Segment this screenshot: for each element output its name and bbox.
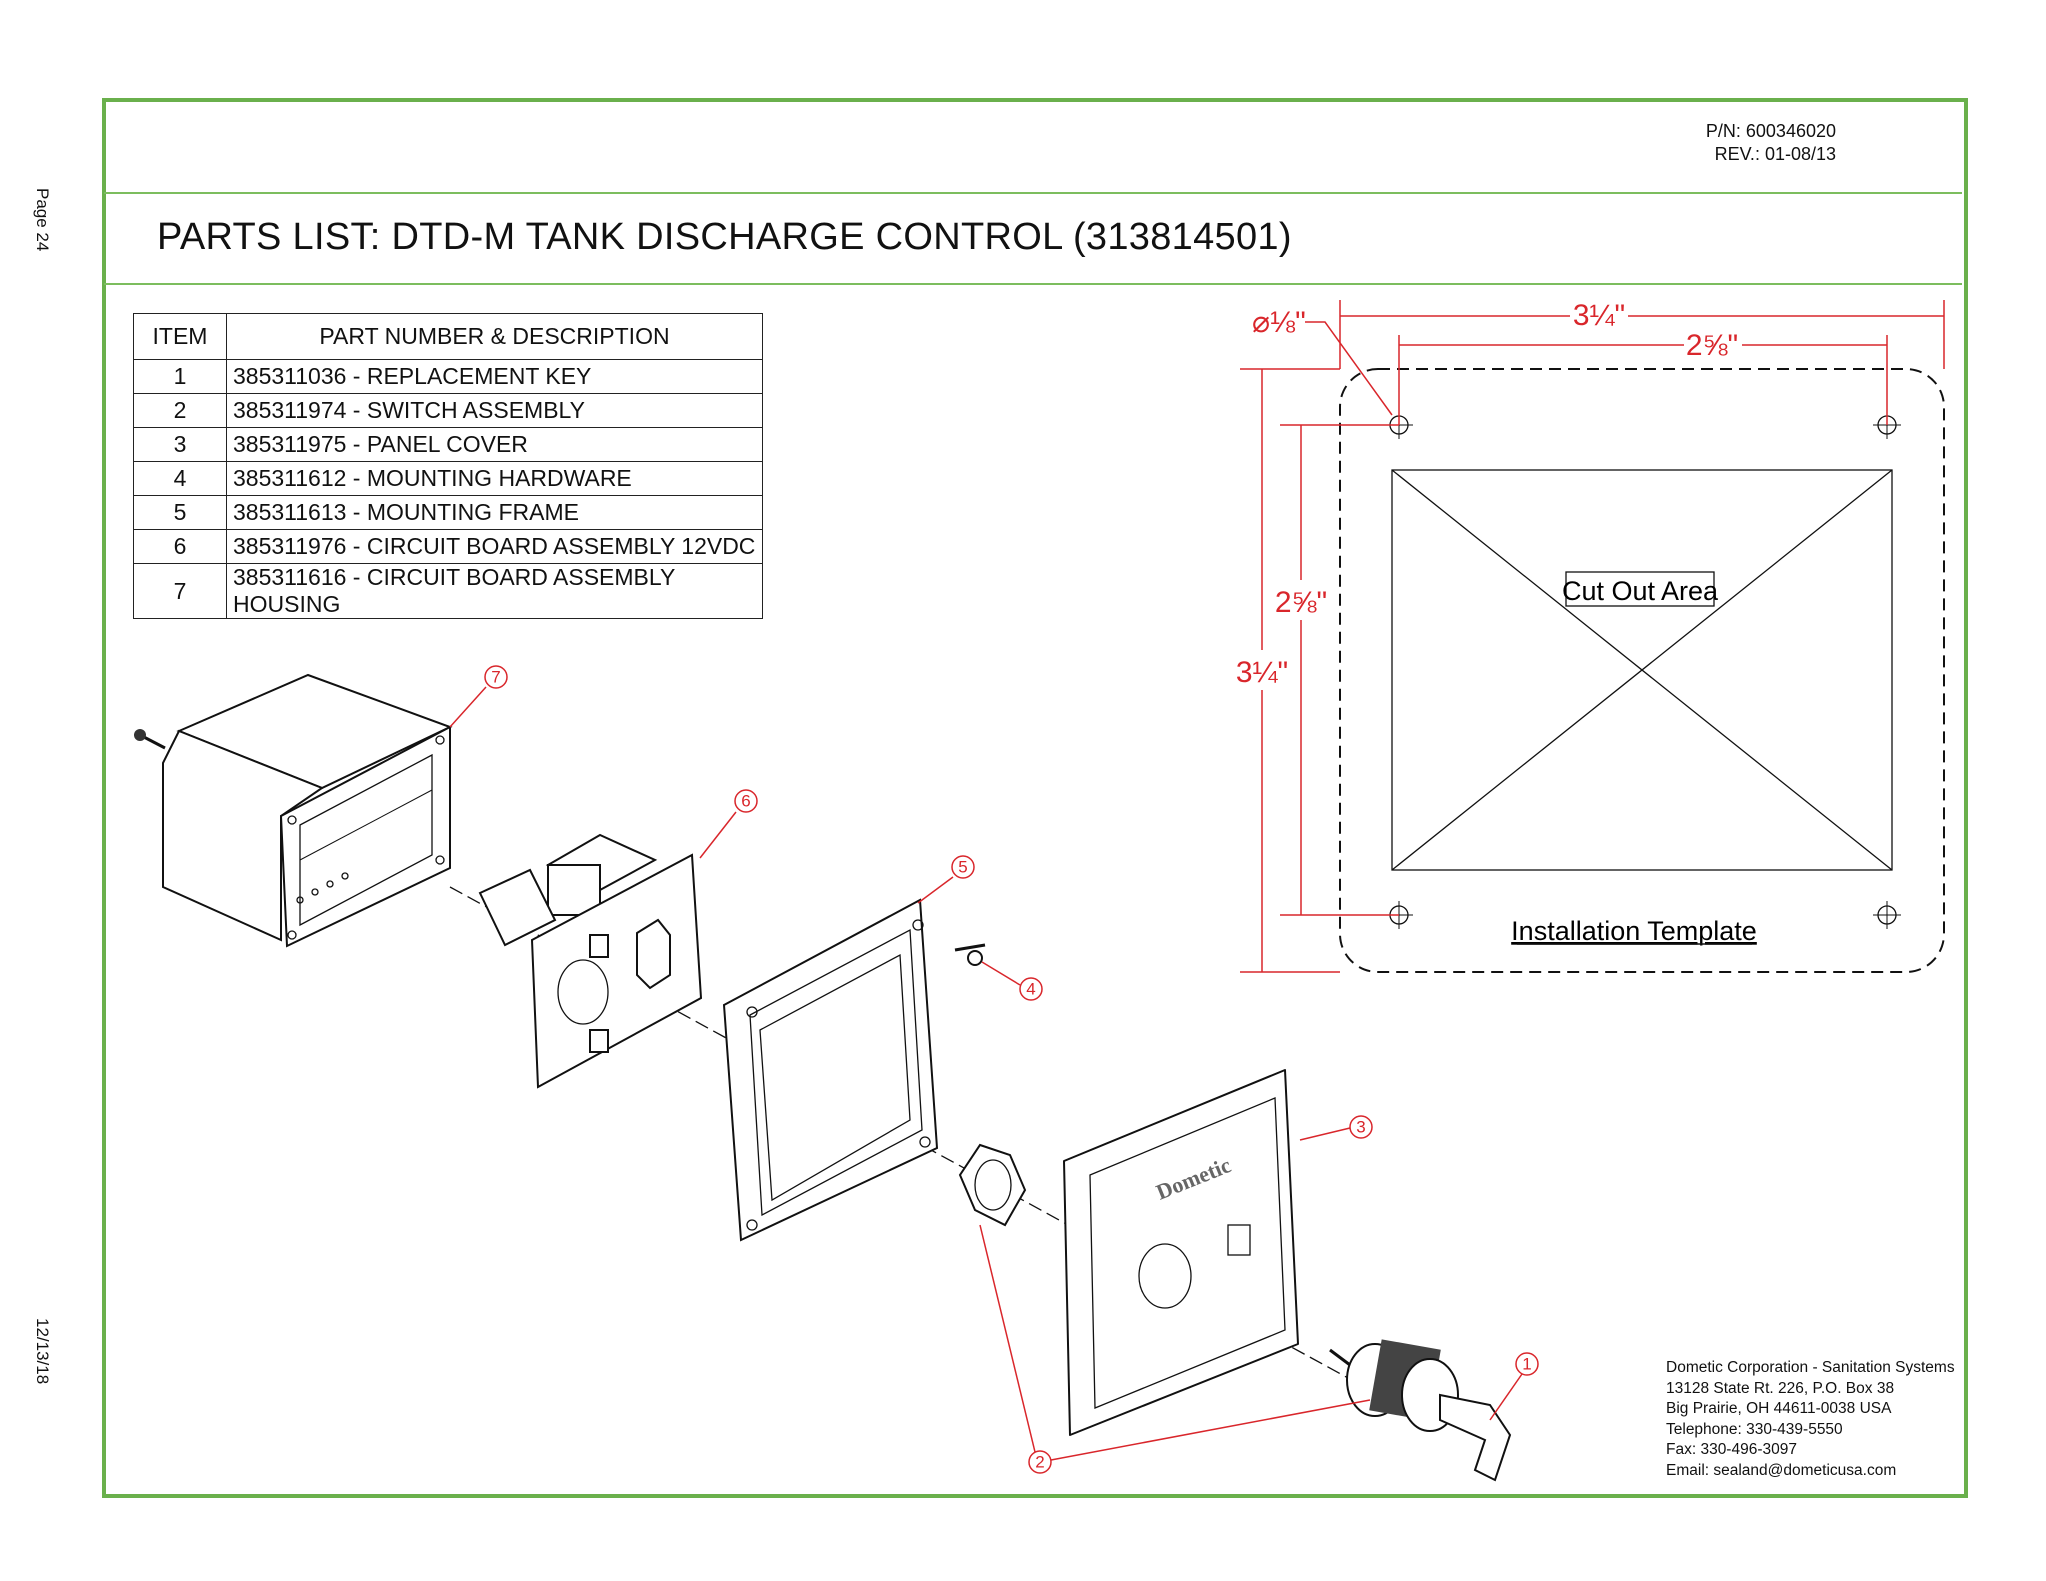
callout-4: 4: [1026, 979, 1035, 998]
exploded-view: Dometic: [134, 673, 1512, 1482]
title-divider: [104, 283, 1962, 285]
screw-icon: [134, 729, 166, 750]
fax: Fax: 330-496-3097: [1666, 1441, 1797, 1458]
dim-width-holes: 2⅝": [1686, 329, 1738, 362]
dim-height-holes: 2⅝": [1275, 586, 1327, 619]
callouts: 7 6 5 4 3 1 2: [449, 665, 1539, 1474]
callout-1: 1: [1522, 1354, 1531, 1373]
revision: REV.: 01-08/13: [1714, 144, 1836, 164]
item-description: 385311975 - PANEL COVER: [226, 427, 763, 462]
page-title: PARTS LIST: DTD-M TANK DISCHARGE CONTROL…: [157, 216, 1292, 258]
city-line: Big Prairie, OH 44611-0038 USA: [1666, 1400, 1892, 1417]
callout-7: 7: [491, 667, 500, 686]
page-frame: [102, 98, 1968, 1498]
part-number: P/N: 600346020: [1705, 121, 1836, 141]
header-divider: [104, 192, 1962, 194]
dimension-lines: [1240, 300, 1945, 973]
dim-height-outer: 3¼": [1236, 656, 1288, 689]
dim-hole-diameter: ⌀⅛": [1252, 306, 1306, 339]
dim-width-outer: 3¼": [1573, 299, 1625, 332]
callout-6: 6: [741, 791, 750, 810]
item-number: 1: [133, 359, 227, 394]
company-name: Dometic Corporation - Sanitation Systems: [1666, 1359, 1955, 1376]
email: Email: sealand@dometicusa.com: [1666, 1461, 1897, 1479]
item-description: 385311036 - REPLACEMENT KEY: [226, 359, 763, 394]
circuit-board-part: [478, 833, 703, 1089]
cutout-rect: [1391, 469, 1893, 871]
callout-2: 2: [1035, 1452, 1044, 1471]
panel-cover-part: Dometic: [1063, 1069, 1299, 1436]
item-description: 385311974 - SWITCH ASSEMBLY: [226, 393, 763, 428]
item-description: 385311612 - MOUNTING HARDWARE: [226, 461, 763, 496]
item-number: 4: [133, 461, 227, 496]
screw-icon: [954, 943, 986, 966]
hex-nut-part: [958, 1143, 1027, 1227]
part-info: P/N: 600346020 REV.: 01-08/13: [1706, 120, 1836, 166]
callout-5: 5: [958, 857, 967, 876]
telephone: Telephone: 330-439-5550: [1666, 1420, 1843, 1438]
cutout-label: Cut Out Area: [1562, 576, 1719, 606]
contact-block: Dometic Corporation - Sanitation Systems…: [1666, 1358, 1955, 1481]
cutout-diagonal: [1391, 469, 1893, 871]
mounting-frame-part: [722, 898, 939, 1242]
table-header-row: ITEM PART NUMBER & DESCRIPTION: [133, 313, 763, 360]
template-outline: [1339, 368, 1945, 973]
cutout-label-box: [1565, 571, 1715, 607]
installation-template: Cut Out Area Installation Template 3¼" 2…: [1236, 296, 1945, 973]
header-item: ITEM: [133, 313, 227, 360]
item-number: 7: [133, 563, 227, 619]
item-description: 385311613 - MOUNTING FRAME: [226, 495, 763, 530]
template-title: Installation Template: [1511, 916, 1757, 946]
item-number: 2: [133, 393, 227, 428]
callout-3: 3: [1356, 1117, 1365, 1136]
item-description: 385311976 - CIRCUIT BOARD ASSEMBLY 12VDC: [226, 529, 763, 564]
key-switch-part: [1329, 1339, 1512, 1482]
item-description: 385311616 - CIRCUIT BOARD ASSEMBLY HOUSI…: [226, 563, 763, 619]
address-line: 13128 State Rt. 226, P.O. Box 38: [1666, 1379, 1895, 1397]
item-number: 6: [133, 529, 227, 564]
housing-part: [162, 673, 453, 948]
